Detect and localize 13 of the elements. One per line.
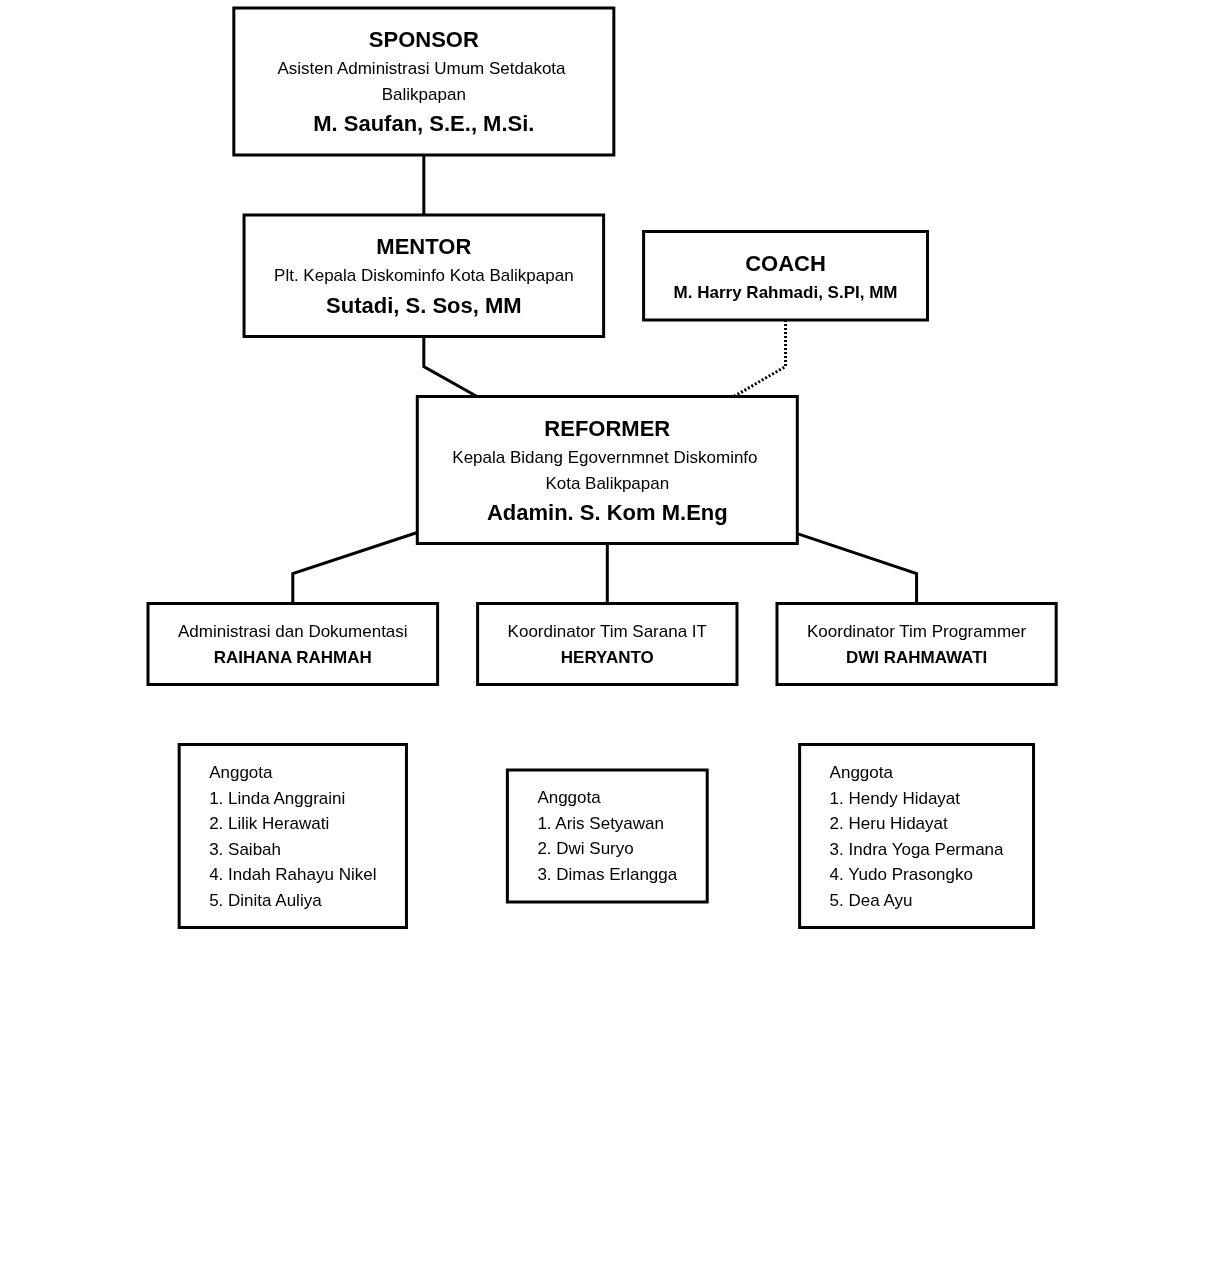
node-box: Anggota 1. Linda Anggraini 2. Lilik Herawati 3. Saibah 4. Indah Rahayu Nikel 5. Dinita Auliya: [178, 743, 409, 929]
node-box: MENTOR Plt. Kepala Diskominfo Kota Balikpapan Sutadi, S. Sos, MM: [242, 213, 606, 338]
node-box: Anggota 1. Hendy Hidayat 2. Heru Hidayat 3. Indra Yoga Permana 4. Yudo Prasongko 5. Dea Ayu: [798, 743, 1036, 929]
connector: [606, 543, 610, 604]
node-box: SPONSOR Asisten Administrasi Umum Setdakota Balikpapan M. Saufan, S.E., M.Si.: [232, 6, 616, 157]
node-box: Anggota 1. Aris Setyawan 2. Dwi Suryo 3. Dimas Erlangga: [506, 768, 710, 904]
node-box: Koordinator Tim Sarana IT HERYANTO: [476, 602, 739, 686]
node-box: REFORMER Kepala Bidang Egovernmnet Diskominfo Kota Balikpapan Adamin. S. Kom M.Eng: [416, 395, 800, 545]
node-box: Administrasi dan Dokumentasi RAIHANA RAHMAH: [146, 602, 440, 686]
node-box: Koordinator Tim Programmer DWI RAHMAWATI: [775, 602, 1059, 686]
connector: [797, 532, 919, 604]
connector: [422, 155, 426, 215]
node-box: COACH M. Harry Rahmadi, S.PI, MM: [642, 230, 930, 322]
